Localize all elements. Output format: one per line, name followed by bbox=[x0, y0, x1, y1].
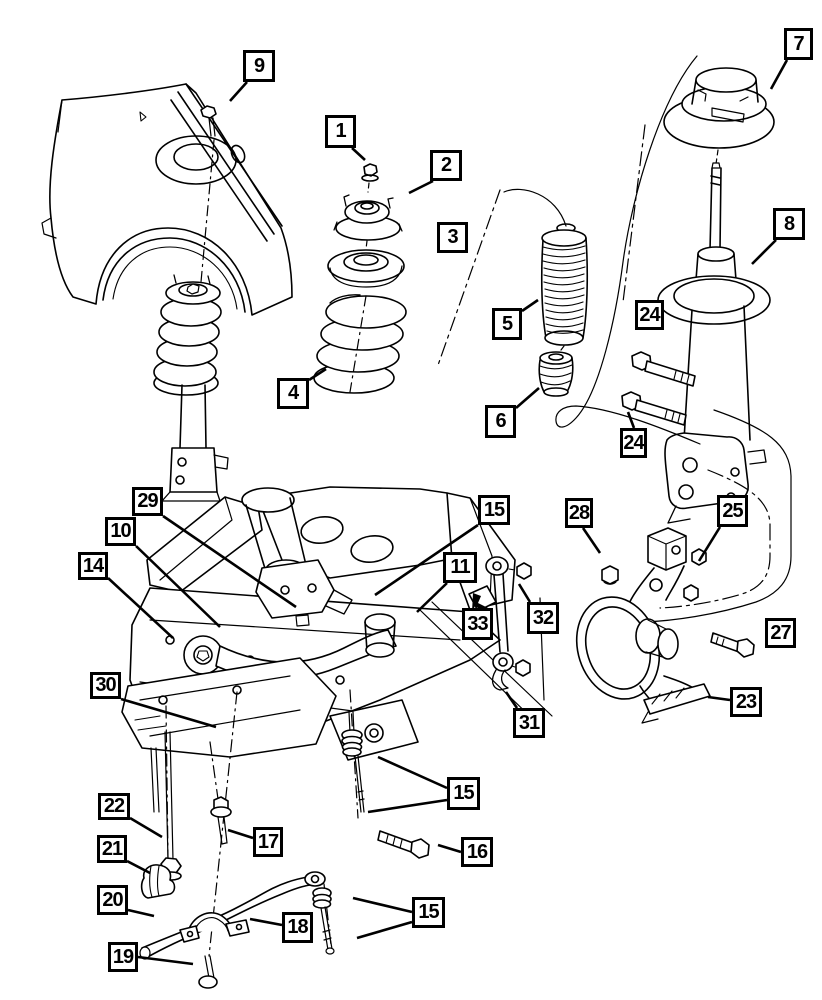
callout-box-11[interactable]: 11 bbox=[443, 552, 477, 583]
stabilizer-link-drawing bbox=[468, 556, 532, 691]
callout-box-9[interactable]: 9 bbox=[243, 50, 275, 82]
callout-box-33[interactable]: 33 bbox=[462, 608, 493, 640]
assembled-strut-drawing bbox=[153, 274, 229, 502]
callout-box-20[interactable]: 20 bbox=[97, 885, 128, 915]
strut-drawing bbox=[657, 162, 771, 524]
callout-box-1[interactable]: 1 bbox=[325, 115, 356, 148]
mount-cap-drawing bbox=[663, 67, 775, 165]
bracket-bolts-drawing bbox=[621, 351, 696, 426]
callout-box-18[interactable]: 18 bbox=[282, 912, 313, 943]
callout-box-15[interactable]: 15 bbox=[412, 897, 445, 928]
callout-box-22[interactable]: 22 bbox=[98, 793, 130, 820]
callout-box-31[interactable]: 31 bbox=[513, 708, 545, 738]
callout-box-30[interactable]: 30 bbox=[90, 672, 121, 699]
callout-box-10[interactable]: 10 bbox=[105, 517, 136, 546]
callout-box-15[interactable]: 15 bbox=[447, 777, 480, 810]
knuckle-drawing bbox=[575, 527, 755, 724]
coil-spring-drawing bbox=[313, 294, 407, 394]
dust-boot-drawing bbox=[540, 223, 589, 355]
callout-box-14[interactable]: 14 bbox=[78, 552, 108, 580]
callout-box-2[interactable]: 2 bbox=[430, 150, 462, 181]
callout-box-28[interactable]: 28 bbox=[565, 498, 593, 528]
routing-curves-drawing bbox=[436, 55, 792, 623]
callout-box-5[interactable]: 5 bbox=[492, 308, 522, 340]
callout-box-3[interactable]: 3 bbox=[437, 222, 468, 253]
callout-box-17[interactable]: 17 bbox=[253, 827, 283, 857]
callout-box-4[interactable]: 4 bbox=[277, 378, 309, 409]
callout-box-21[interactable]: 21 bbox=[97, 835, 127, 863]
jounce-bumper-drawing bbox=[538, 351, 574, 397]
callout-box-24[interactable]: 24 bbox=[620, 428, 647, 458]
strut-mount-stack-drawing bbox=[327, 163, 405, 288]
callout-box-27[interactable]: 27 bbox=[765, 618, 796, 648]
callout-box-24[interactable]: 24 bbox=[635, 300, 664, 330]
callout-box-8[interactable]: 8 bbox=[773, 208, 805, 240]
callout-box-25[interactable]: 25 bbox=[717, 495, 748, 527]
callout-box-23[interactable]: 23 bbox=[730, 687, 762, 717]
callout-box-19[interactable]: 19 bbox=[108, 942, 138, 972]
callout-box-15[interactable]: 15 bbox=[478, 495, 510, 525]
callout-box-16[interactable]: 16 bbox=[461, 837, 493, 867]
callout-box-7[interactable]: 7 bbox=[784, 28, 813, 60]
callout-box-29[interactable]: 29 bbox=[132, 487, 163, 516]
callout-box-6[interactable]: 6 bbox=[485, 405, 516, 438]
fender-drawing bbox=[41, 83, 293, 316]
callout-box-32[interactable]: 32 bbox=[527, 602, 559, 634]
